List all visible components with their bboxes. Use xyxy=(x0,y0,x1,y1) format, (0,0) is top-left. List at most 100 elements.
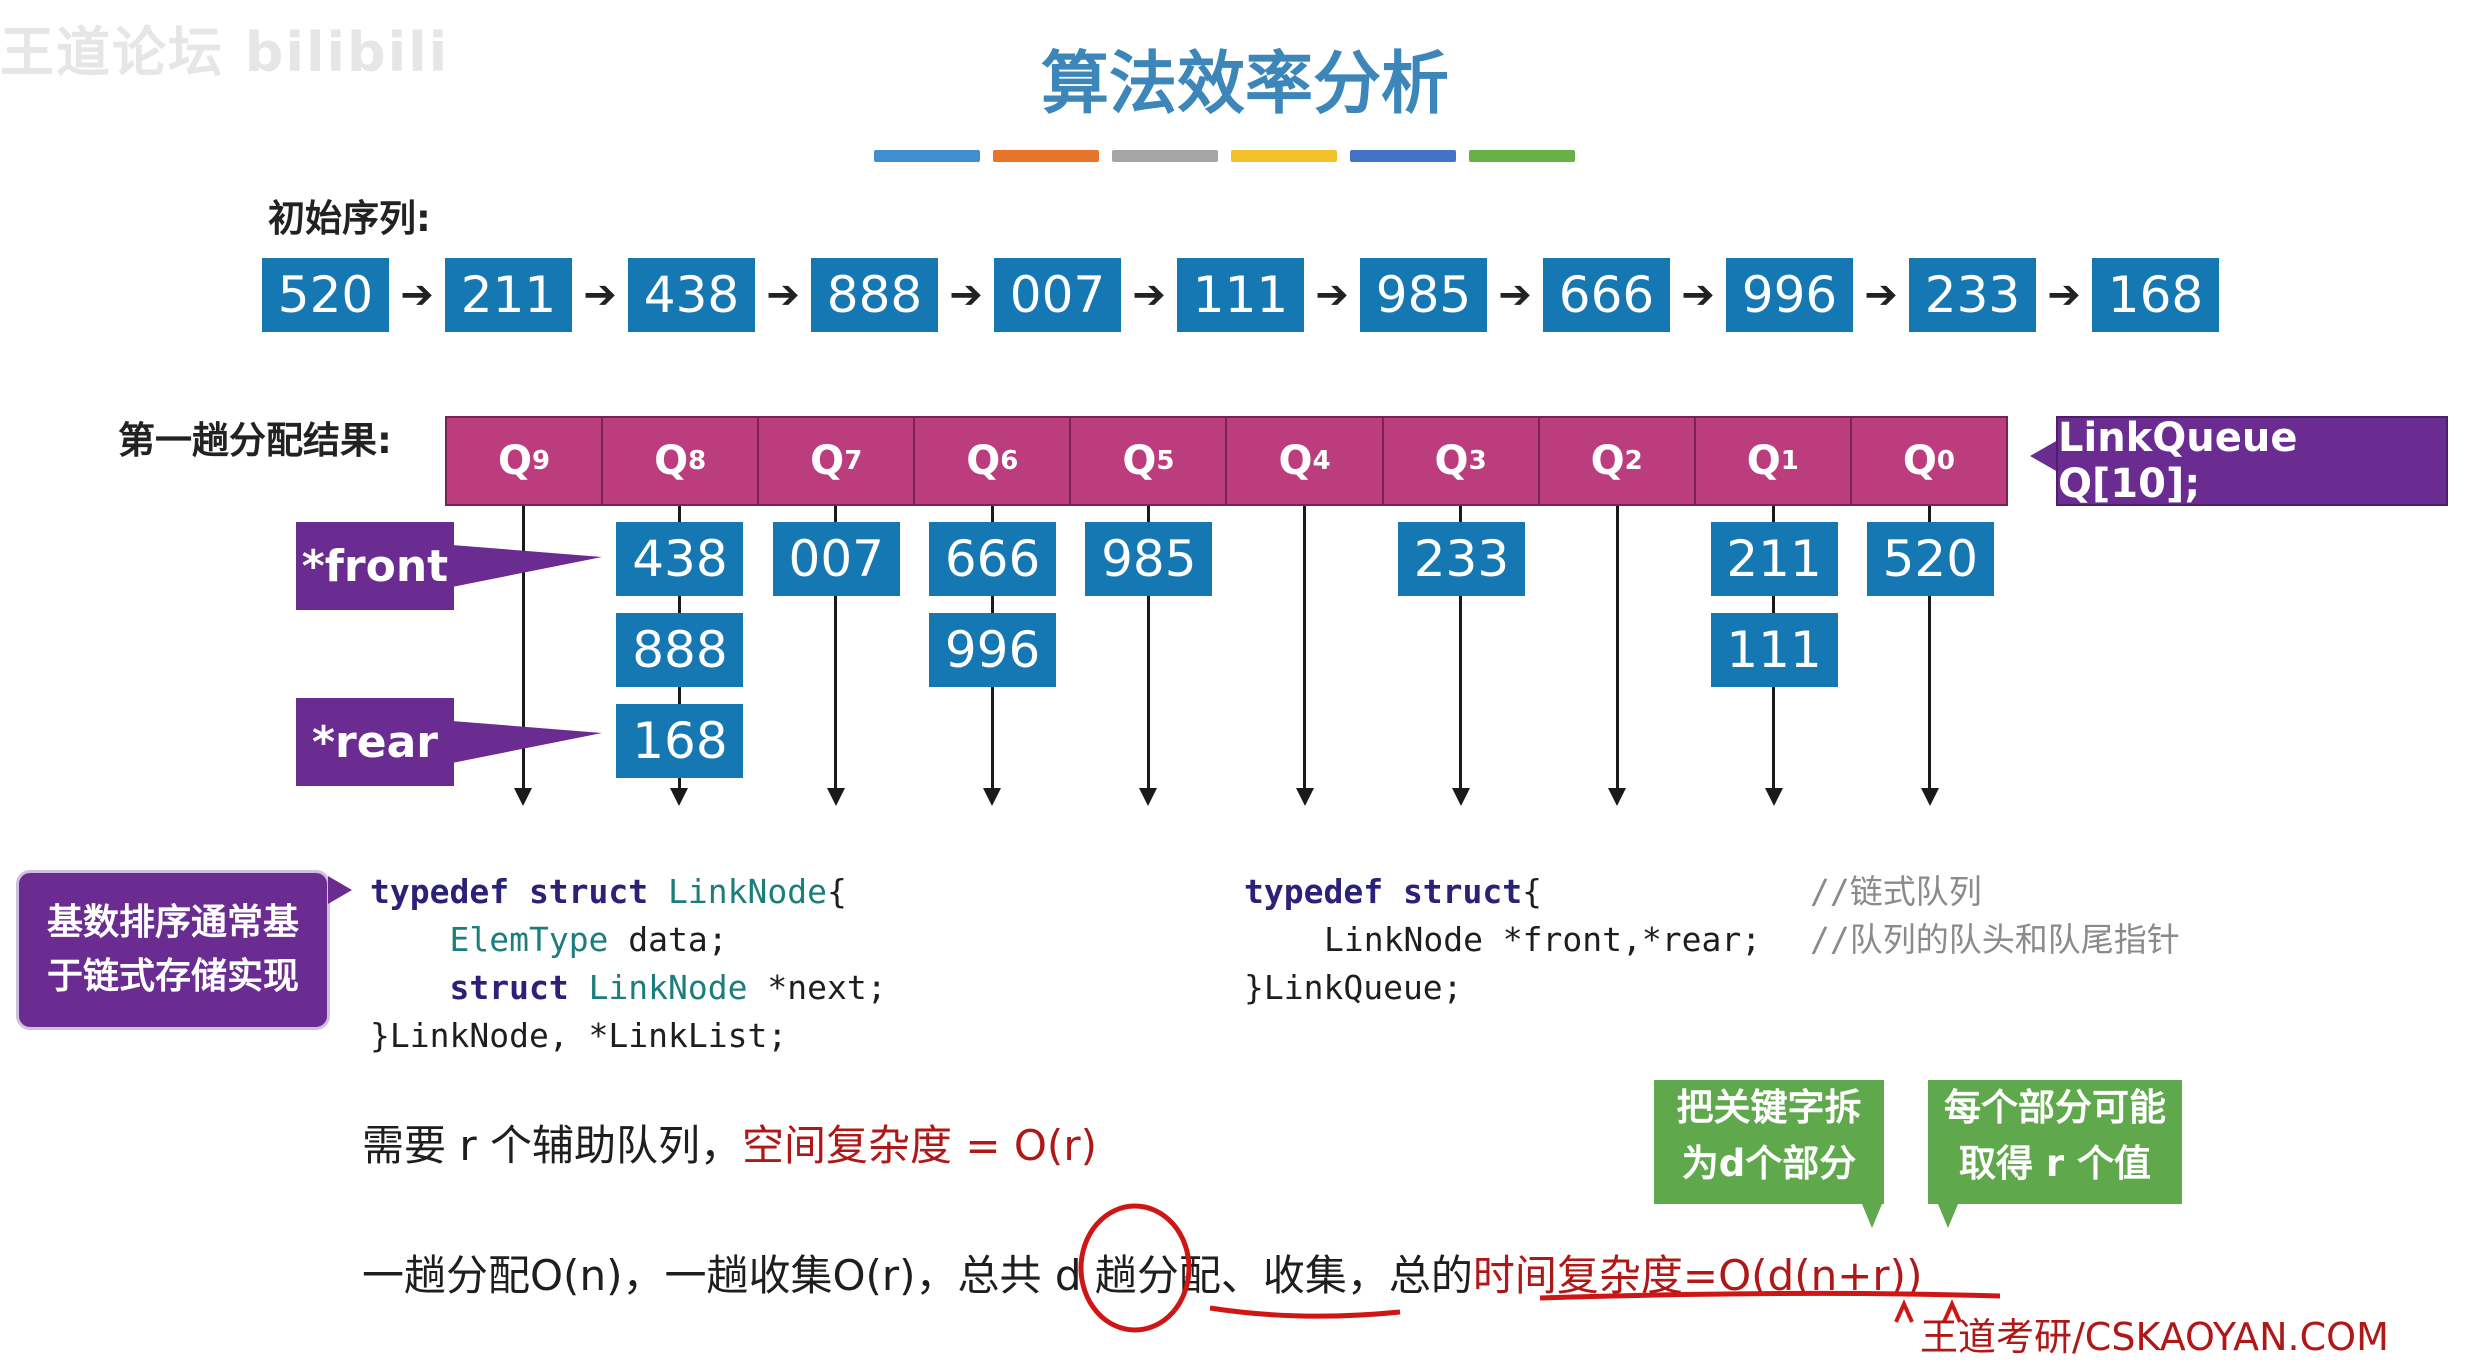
queue-item: 168 xyxy=(616,704,744,778)
callout-split-key: 把关键字拆 为d个部分 xyxy=(1654,1080,1884,1204)
radix-note-line-2: 于链式存储实现 xyxy=(46,956,299,997)
radix-note-line-1: 基数排序通常基 xyxy=(46,902,299,943)
rear-pointer-label: *rear xyxy=(296,698,454,786)
queue-arrowhead xyxy=(1295,788,1314,806)
queue-item: 996 xyxy=(929,613,1057,687)
queue-item: 007 xyxy=(772,522,900,596)
code-text: data; xyxy=(608,920,728,959)
code-type: LinkNode xyxy=(668,872,827,911)
page-title: 算法效率分析 xyxy=(1040,45,1449,124)
caret-mark xyxy=(1942,1299,1962,1323)
linknode-code: typedef struct LinkNode{ ElemType data; … xyxy=(370,868,887,1060)
color-bar-segment xyxy=(1469,150,1575,162)
handwritten-annotations xyxy=(1078,1203,2001,1333)
callout-r-values-pointer xyxy=(1938,1204,1958,1228)
sequence-arrow: ➔ xyxy=(583,272,617,318)
queue-arrowhead xyxy=(1451,788,1470,806)
code-type: ElemType xyxy=(449,920,609,959)
color-bar-segment xyxy=(1112,150,1218,162)
sequence-item: 211 xyxy=(445,258,572,332)
queue-item: 438 xyxy=(616,522,744,596)
sequence-item: 666 xyxy=(1543,258,1670,332)
queue-line xyxy=(1615,506,1619,788)
queue-line xyxy=(834,506,838,788)
footer-watermark: 王道考研/CSKAOYAN.COM xyxy=(1920,1315,2389,1359)
queue-item: 211 xyxy=(1710,522,1838,596)
color-bar-segment xyxy=(1231,150,1337,162)
sequence-item: 007 xyxy=(994,258,1121,332)
sequence-item: 168 xyxy=(2092,258,2219,332)
queue-arrowhead xyxy=(670,788,689,806)
queue-arrowhead xyxy=(1608,788,1627,806)
queue-item: 666 xyxy=(929,522,1057,596)
queue-line xyxy=(1459,506,1463,788)
queue-arrowhead xyxy=(826,788,845,806)
sequence-item: 438 xyxy=(628,258,755,332)
color-bar-segment xyxy=(1350,150,1456,162)
space-complexity-line: 需要 r 个辅助队列，空间复杂度 = O(r) xyxy=(362,1112,1097,1173)
queue-arrowhead xyxy=(1764,788,1783,806)
time-complexity-line: 一趟分配O(n)，一趟收集O(r)，总共 d 趟分配、收集，总的时间复杂度=O(… xyxy=(362,1242,1922,1303)
circle-mark xyxy=(1078,1203,1192,1333)
radix-note-pointer xyxy=(328,876,352,904)
code-keyword: typedef struct xyxy=(1244,872,1523,911)
callout-r-values-line-1: 每个部分可能 xyxy=(1944,1086,2166,1129)
sequence-arrow: ➔ xyxy=(1315,272,1349,318)
callout-r-values-line-2: 取得 r 个值 xyxy=(1958,1142,2151,1185)
queue-item: 111 xyxy=(1710,613,1838,687)
sequence-arrow: ➔ xyxy=(1681,272,1715,318)
linkqueue-label: LinkQueue Q[10]; xyxy=(2056,415,2448,507)
queue-item: 520 xyxy=(1866,522,1994,596)
queue-line xyxy=(1928,506,1932,788)
underline-mark xyxy=(1539,1290,2001,1301)
queue-arrowhead xyxy=(1139,788,1158,806)
sequence-item: 985 xyxy=(1360,258,1487,332)
linkqueue-code-line-2: LinkNode *front,*rear; xyxy=(1324,916,1761,964)
queue-item: 985 xyxy=(1085,522,1213,596)
front-pointer-label: *front xyxy=(296,522,454,610)
queue-item: 233 xyxy=(1397,522,1525,596)
underline-mark xyxy=(1209,1305,1401,1319)
sequence-item: 111 xyxy=(1177,258,1304,332)
queue-item: 888 xyxy=(616,613,744,687)
sequence-arrow: ➔ xyxy=(949,272,983,318)
distribution-label: 第一趟分配结果: xyxy=(118,419,392,462)
sequence-item: 888 xyxy=(811,258,938,332)
code-text: *next; xyxy=(747,968,887,1007)
queue-arrowhead xyxy=(514,788,533,806)
sequence-arrow: ➔ xyxy=(1864,272,1898,318)
code-keyword: struct xyxy=(449,968,589,1007)
code-comment-2: //队列的队头和队尾指针 xyxy=(1810,920,2180,959)
sequence-item: 996 xyxy=(1726,258,1853,332)
code-text: }LinkQueue; xyxy=(1244,968,1463,1007)
queue-line xyxy=(1303,506,1307,788)
sequence-arrow: ➔ xyxy=(400,272,434,318)
watermark: 王道论坛 bilibili xyxy=(0,21,450,84)
callout-split-key-pointer xyxy=(1862,1204,1882,1228)
front-pointer-arrow xyxy=(452,545,602,587)
time-complexity-text: 一趟分配O(n)，一趟收集O(r)，总共 d 趟分配、收集，总的 xyxy=(362,1251,1473,1300)
queue-line xyxy=(521,506,525,788)
sequence-arrow: ➔ xyxy=(1132,272,1166,318)
space-complexity-formula: 空间复杂度 = O(r) xyxy=(741,1121,1097,1170)
code-keyword: typedef struct xyxy=(370,872,669,911)
sequence-item: 233 xyxy=(1909,258,2036,332)
code-text: { xyxy=(1522,872,1543,911)
space-complexity-text: 需要 r 个辅助队列， xyxy=(362,1121,742,1170)
callout-r-values: 每个部分可能 取得 r 个值 xyxy=(1928,1080,2182,1204)
linkqueue-code-line-3: }LinkQueue; xyxy=(1244,964,1463,1012)
queue-arrowhead xyxy=(1920,788,1939,806)
sequence-arrow: ➔ xyxy=(766,272,800,318)
sequence-arrow: ➔ xyxy=(1498,272,1532,318)
